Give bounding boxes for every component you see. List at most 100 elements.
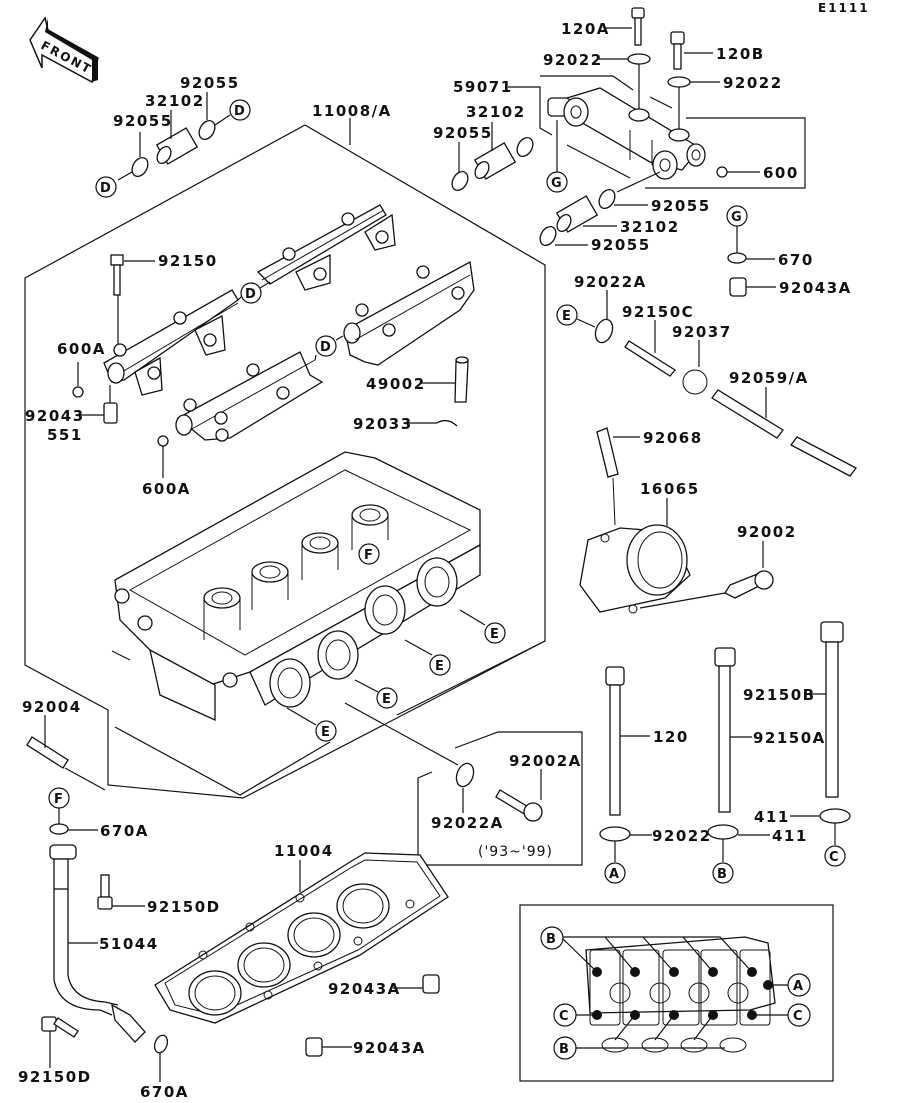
label-51044[interactable]: 51044 [99,935,159,953]
head-gasket-11004 [154,852,449,1024]
label-92150c[interactable]: 92150C [622,303,694,321]
label-92055[interactable]: 92055 [180,74,240,92]
label-11004[interactable]: 11004 [274,842,334,860]
washer-92022 [599,826,631,842]
bolt-120b [670,31,685,70]
front-arrow-icon: FRONT [29,16,99,84]
label-32102[interactable]: 32102 [620,218,680,236]
o-ring-92055 [131,157,149,177]
ref-circle-d: D [229,99,251,121]
label-92043[interactable]: 92043 [25,407,85,425]
bolt-92150b [820,621,844,798]
label-92022[interactable]: 92022 [543,51,603,69]
label-92150[interactable]: 92150 [158,252,218,270]
label-92002a[interactable]: 92002A [509,752,582,770]
bolt-92002a [495,789,543,822]
label-92002[interactable]: 92002 [737,523,797,541]
hose-92059 [711,389,857,477]
label-92055[interactable]: 92055 [651,197,711,215]
label-92043a[interactable]: 92043A [328,980,401,998]
label-11008-a[interactable]: 11008/A [312,102,392,120]
o-ring-92055 [539,226,557,246]
label-600[interactable]: 600 [763,164,799,182]
label-92055[interactable]: 92055 [591,236,651,254]
dowel-92043a [305,1037,323,1057]
ball-600 [716,166,728,178]
ref-circle-e: E [556,304,578,326]
ref-circle-e: E [429,654,451,676]
svg-text:D: D [234,104,245,119]
label-120[interactable]: 120 [653,728,689,746]
washer-411 [707,824,739,840]
label-16065[interactable]: 16065 [640,480,700,498]
bolt-120a [631,7,645,46]
label-600a[interactable]: 600A [142,480,191,498]
label-59071[interactable]: 59071 [453,78,513,96]
ref-circle-e: E [484,622,506,644]
washer-411 [819,808,851,824]
label-92004[interactable]: 92004 [22,698,82,716]
label-92033[interactable]: 92033 [353,415,413,433]
dowel-92043a [729,277,747,297]
bolt-92150 [110,254,124,296]
clamp-92037 [682,369,708,395]
ref-circle-e: E [376,687,398,709]
o-ring-92055 [198,120,216,140]
ref-circle-f: F [358,543,380,565]
label-49002[interactable]: 49002 [366,375,426,393]
label-670a[interactable]: 670A [100,822,149,840]
label-92022[interactable]: 92022 [723,74,783,92]
o-ring-670a [49,823,69,835]
label-411[interactable]: 411 [772,827,808,845]
diagram-code: E1111 [818,1,870,15]
label-92150d[interactable]: 92150D [18,1068,92,1086]
label-411[interactable]: 411 [754,808,790,826]
label-32102[interactable]: 32102 [145,92,205,110]
svg-text:G: G [551,176,562,191]
label-92043a[interactable]: 92043A [353,1039,426,1057]
ref-circle-f: F [48,787,70,809]
oil-hose-51044 [49,844,146,1043]
dowel-92043 [103,402,118,424]
label-92150d[interactable]: 92150D [147,898,221,916]
svg-text:A: A [793,979,803,994]
label-92022a[interactable]: 92022A [574,273,647,291]
label-92022[interactable]: 92022 [652,827,712,845]
label-92022a[interactable]: 92022A [431,814,504,832]
year-note: ('93~'99) [478,844,553,860]
pin-49002 [454,356,469,403]
label-92055[interactable]: 92055 [433,124,493,142]
thermostat-housing-16065 [579,477,691,614]
ref-circle-c: C [553,1003,577,1027]
label-551[interactable]: 551 [47,426,83,444]
dowel-92043a [422,974,440,994]
group-frame-main [24,124,546,799]
label-92055[interactable]: 92055 [113,112,173,130]
ball-600a [157,435,169,447]
stud-92004 [26,736,69,769]
hose-92068 [596,427,619,478]
svg-text:C: C [559,1009,569,1024]
washer-92022 [627,53,651,65]
svg-text:F: F [364,548,373,563]
label-92150b[interactable]: 92150B [743,686,816,704]
label-92150a[interactable]: 92150A [753,729,826,747]
label-92068[interactable]: 92068 [643,429,703,447]
ball-600a [72,386,84,398]
label-32102[interactable]: 32102 [466,103,526,121]
svg-text:E: E [562,309,571,324]
bolt-92150a [714,647,736,813]
svg-text:F: F [54,792,63,807]
svg-text:B: B [559,1042,569,1057]
label-92059-a[interactable]: 92059/A [729,369,809,387]
dowel-32102 [155,127,199,165]
label-92043a[interactable]: 92043A [779,279,852,297]
label-92037[interactable]: 92037 [672,323,732,341]
label-670[interactable]: 670 [778,251,814,269]
ref-circle-a: A [604,862,626,884]
label-600a[interactable]: 600A [57,340,106,358]
label-120a[interactable]: 120A [561,20,610,38]
label-120b[interactable]: 120B [716,45,765,63]
label-670a[interactable]: 670A [140,1083,189,1101]
